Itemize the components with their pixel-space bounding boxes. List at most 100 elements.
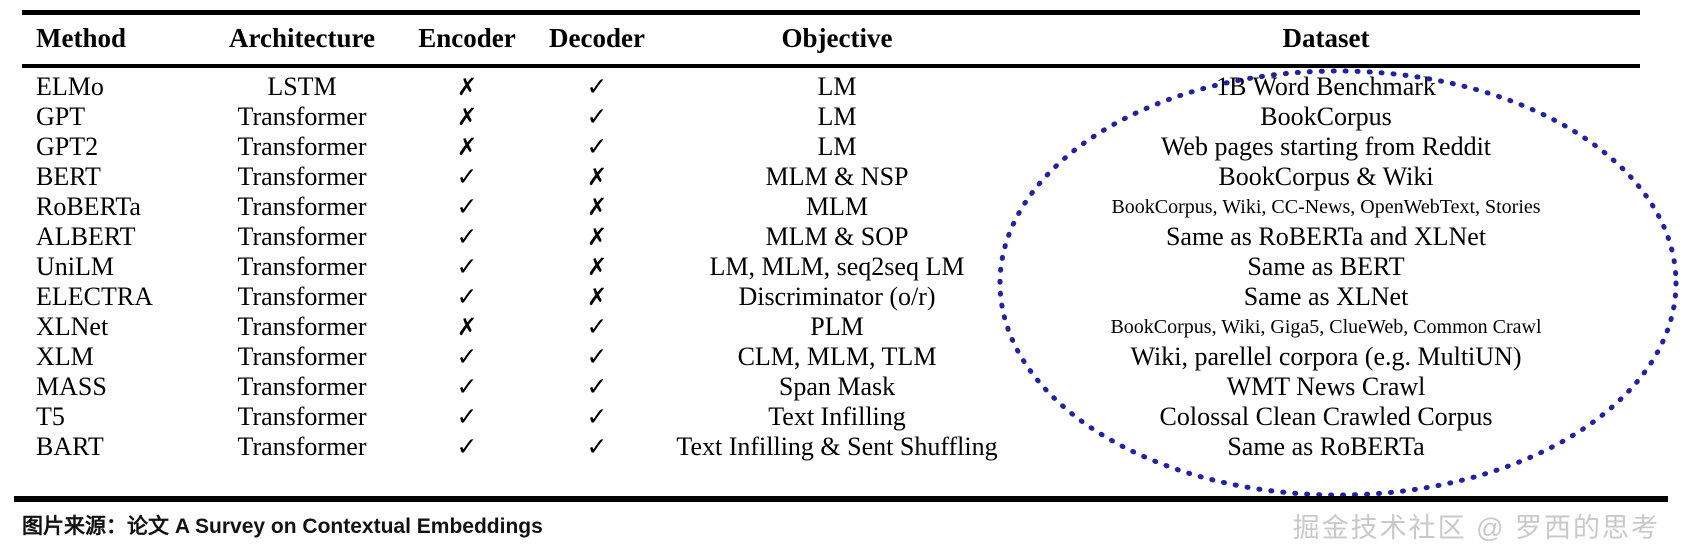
caption-bar: 图片来源：论文 A Survey on Contextual Embedding… <box>14 496 1668 552</box>
cell-dataset: Wiki, parellel corpora (e.g. MultiUN) <box>1130 342 1522 371</box>
table-row: ELECTRA Transformer ✓ ✗ Discriminator (o/r) S… <box>22 282 1640 312</box>
cell-objective: PLM <box>810 312 864 341</box>
cross-icon-encoder: ✗ <box>456 133 478 161</box>
check-icon-encoder: ✓ <box>456 222 478 251</box>
cell-method: BART <box>36 432 104 461</box>
table-row: GPT2 Transformer ✗ ✓ LM Web pages starting fr… <box>22 132 1640 162</box>
cell-dataset: BookCorpus & Wiki <box>1218 162 1434 191</box>
table-row: BERT Transformer ✓ ✗ MLM & NSP BookCorpus & W… <box>22 162 1640 192</box>
cell-method: MASS <box>36 372 107 401</box>
watermark-text: 掘金技术社区 @ 罗西的思考 <box>1292 513 1660 543</box>
column-header-encoder: Encoder <box>418 23 516 53</box>
cell-dataset: BookCorpus, Wiki, CC-News, OpenWebText, … <box>1111 196 1541 218</box>
header-row: Method Architecture Encoder Decoder Obje… <box>22 15 1640 64</box>
check-icon-decoder: ✓ <box>586 432 608 461</box>
cell-dataset: 1B Word Benchmark <box>1216 72 1436 101</box>
cell-dataset: Same as BERT <box>1247 252 1405 281</box>
cell-method: ELMo <box>36 72 104 101</box>
table-row: UniLM Transformer ✓ ✗ LM, MLM, seq2seq LM Sam… <box>22 252 1640 282</box>
cell-architecture: Transformer <box>237 282 367 311</box>
cell-method: GPT2 <box>36 132 99 161</box>
cell-architecture: Transformer <box>237 222 367 251</box>
cell-method: GPT <box>36 102 86 131</box>
check-icon-decoder: ✓ <box>586 132 608 161</box>
cell-dataset: Same as RoBERTa <box>1227 432 1425 461</box>
table-matrix: Method Architecture Encoder Decoder Obje… <box>22 15 1640 64</box>
check-icon-encoder: ✓ <box>456 192 478 221</box>
table-row: MASS Transformer ✓ ✓ Span Mask WMT News Crawl <box>22 372 1640 402</box>
table-header-rule <box>22 64 1640 68</box>
cell-objective: LM <box>817 102 857 131</box>
cell-objective: Text Infilling & Sent Shuffling <box>676 432 998 461</box>
table-top-rule <box>22 10 1640 15</box>
cell-architecture: Transformer <box>237 252 367 281</box>
check-icon-encoder: ✓ <box>456 432 478 461</box>
cross-icon-encoder: ✗ <box>456 103 478 131</box>
table-row: XLNet Transformer ✗ ✓ PLM BookCorpus, Wiki, G… <box>22 312 1640 342</box>
cell-method: XLNet <box>36 312 109 341</box>
check-icon-encoder: ✓ <box>456 162 478 191</box>
cell-objective: Discriminator (o/r) <box>738 282 936 311</box>
column-header-method: Method <box>36 23 126 53</box>
cell-objective: LM, MLM, seq2seq LM <box>709 252 965 281</box>
cell-objective: Span Mask <box>778 372 896 401</box>
cell-dataset: Same as XLNet <box>1243 282 1409 311</box>
cell-dataset: BookCorpus, Wiki, Giga5, ClueWeb, Common… <box>1110 316 1542 338</box>
check-icon-decoder: ✓ <box>586 342 608 371</box>
cell-architecture: LSTM <box>267 72 337 101</box>
cell-dataset: Web pages starting from Reddit <box>1160 132 1492 161</box>
cell-objective: MLM & NSP <box>765 162 909 191</box>
cross-icon-decoder: ✗ <box>586 163 608 191</box>
source-caption: 图片来源：论文 A Survey on Contextual Embedding… <box>22 515 543 538</box>
table-row: ELMo LSTM ✗ ✓ LM 1B Word Benchmark <box>22 68 1640 102</box>
check-icon-decoder: ✓ <box>586 402 608 431</box>
cell-method: T5 <box>36 402 65 431</box>
comparison-table: Method Architecture Encoder Decoder Obje… <box>22 10 1640 462</box>
cross-icon-encoder: ✗ <box>456 313 478 341</box>
cell-objective: LM <box>817 72 857 101</box>
column-header-objective: Objective <box>781 23 893 53</box>
column-header-architecture: Architecture <box>229 23 375 53</box>
cell-architecture: Transformer <box>237 372 367 401</box>
table-header: Method Architecture Encoder Decoder Obje… <box>22 15 1640 64</box>
cell-method: ELECTRA <box>36 282 153 311</box>
cell-method: RoBERTa <box>36 192 141 221</box>
cell-dataset: WMT News Crawl <box>1226 372 1426 401</box>
check-icon-encoder: ✓ <box>456 252 478 281</box>
column-header-decoder: Decoder <box>549 23 645 53</box>
cross-icon-encoder: ✗ <box>456 73 478 101</box>
cell-objective: MLM <box>805 192 869 221</box>
cell-method: BERT <box>36 162 101 191</box>
check-icon-encoder: ✓ <box>456 372 478 401</box>
cell-objective: Text Infilling <box>768 402 906 431</box>
cell-method: ALBERT <box>36 222 136 251</box>
cross-icon-decoder: ✗ <box>586 283 608 311</box>
cell-architecture: Transformer <box>237 132 367 161</box>
check-icon-decoder: ✓ <box>586 372 608 401</box>
cell-objective: CLM, MLM, TLM <box>737 342 937 371</box>
cell-architecture: Transformer <box>237 402 367 431</box>
caption-top-rule <box>14 496 1668 502</box>
table-row: BART Transformer ✓ ✓ Text Infilling & Sent S… <box>22 432 1640 462</box>
check-icon-decoder: ✓ <box>586 72 608 101</box>
cell-architecture: Transformer <box>237 162 367 191</box>
cell-method: UniLM <box>36 252 114 281</box>
cell-objective: MLM & SOP <box>765 222 909 251</box>
check-icon-decoder: ✓ <box>586 102 608 131</box>
cell-objective: LM <box>817 132 857 161</box>
cell-dataset: BookCorpus <box>1260 102 1392 131</box>
cell-dataset: Same as RoBERTa and XLNet <box>1165 222 1487 251</box>
check-icon-decoder: ✓ <box>586 312 608 341</box>
cell-architecture: Transformer <box>237 312 367 341</box>
check-icon-encoder: ✓ <box>456 282 478 311</box>
column-header-dataset: Dataset <box>1282 23 1370 53</box>
check-icon-encoder: ✓ <box>456 402 478 431</box>
cross-icon-decoder: ✗ <box>586 253 608 281</box>
cell-architecture: Transformer <box>237 432 367 461</box>
cross-icon-decoder: ✗ <box>586 193 608 221</box>
